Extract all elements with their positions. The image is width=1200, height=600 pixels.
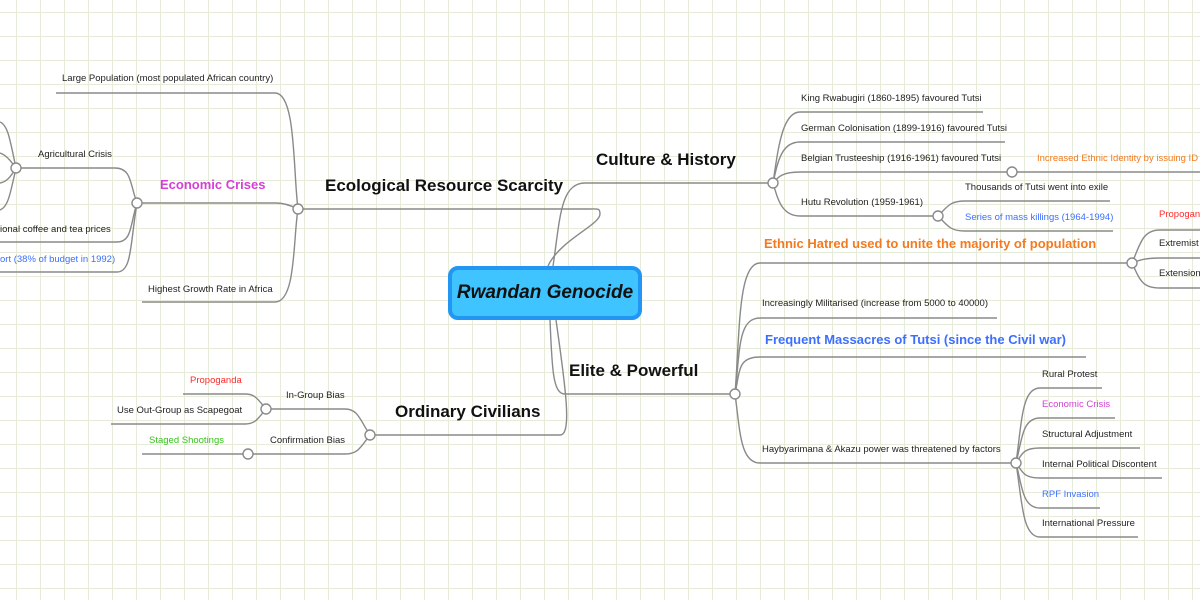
connector-rural-protest: [1015, 387, 1102, 464]
connector-root-elite: [549, 319, 735, 395]
topic-coffee-tea-prices[interactable]: ional coffee and tea prices: [0, 224, 111, 235]
topic-extremist[interactable]: Extremist: [1159, 238, 1199, 249]
node-dot-elite[interactable]: [729, 388, 741, 400]
topic-german-colonisation[interactable]: German Colonisation (1899-1916) favoured…: [801, 123, 1007, 134]
topic-staged-shootings[interactable]: Staged Shootings: [149, 435, 225, 446]
topic-budget-support[interactable]: ort (38% of budget in 1992): [0, 254, 116, 265]
topic-tutsi-exile[interactable]: Thousands of Tutsi went into exile: [965, 182, 1109, 193]
connector-root-culture: [552, 182, 773, 267]
topic-economic-crisis[interactable]: Economic Crisis: [1042, 399, 1111, 410]
topic-rpf-invasion[interactable]: RPF Invasion: [1042, 489, 1100, 500]
connector-agri-sub-1: [0, 121, 17, 169]
node-dot-confirmation[interactable]: [242, 448, 254, 460]
connector-budget: [0, 202, 138, 273]
connector-propaganda-elite: [1131, 229, 1200, 264]
connector-economic-crises: [137, 202, 299, 210]
topic-propaganda-elite[interactable]: Propogand: [1159, 209, 1200, 220]
connector-agricultural-crisis: [16, 167, 138, 204]
node-dot-culture[interactable]: [767, 177, 779, 189]
node-dot-economic-crises[interactable]: [131, 197, 143, 209]
topic-belgian-trusteeship[interactable]: Belgian Trusteeship (1916-1961) favoured…: [801, 153, 1002, 164]
topic-agricultural-crisis[interactable]: Agricultural Crisis: [38, 149, 112, 160]
node-dot-in-group[interactable]: [260, 403, 272, 415]
connector-king: [772, 111, 983, 184]
topic-hutu-revolution[interactable]: Hutu Revolution (1959-1961): [801, 197, 923, 208]
topic-highest-growth[interactable]: Highest Growth Rate in Africa: [148, 284, 273, 295]
connector-german: [772, 141, 1005, 184]
topic-internal-discontent[interactable]: Internal Political Discontent: [1042, 459, 1157, 470]
topic-in-group-bias[interactable]: In-Group Bias: [286, 390, 345, 401]
node-dot-agricultural-crisis[interactable]: [10, 162, 22, 174]
topic-id-cards[interactable]: Increased Ethnic Identity by issuing ID …: [1037, 153, 1200, 164]
topic-elite-powerful[interactable]: Elite & Powerful: [569, 361, 699, 380]
connector-extremist: [1131, 257, 1200, 264]
topic-culture-history[interactable]: Culture & History: [596, 150, 736, 169]
topic-king-rwabugiri[interactable]: King Rwabugiri (1860-1895) favoured Tuts…: [801, 93, 982, 104]
node-dot-hutu[interactable]: [932, 210, 944, 222]
topic-power-threatened[interactable]: Haybyarimana & Akazu power was threatene…: [762, 444, 1001, 455]
topic-economic-crises[interactable]: Economic Crises: [160, 177, 266, 192]
topic-extension[interactable]: Extension: [1159, 268, 1200, 279]
node-dot-threatened[interactable]: [1010, 457, 1022, 469]
connector-ethnic-hatred: [734, 262, 1132, 395]
topic-propaganda-civilians[interactable]: Propoganda: [190, 375, 242, 386]
topic-structural-adjustment[interactable]: Structural Adjustment: [1042, 429, 1133, 440]
node-dot-ecological[interactable]: [292, 203, 304, 215]
connector-threatened: [734, 393, 1016, 464]
connector-large-population: [56, 92, 299, 210]
topic-ecological-resource-scarcity[interactable]: Ecological Resource Scarcity: [325, 176, 564, 195]
connector-massacres: [734, 356, 1086, 395]
connector-coffee-tea: [0, 202, 138, 243]
connector-root-civilians: [370, 319, 568, 436]
central-topic[interactable]: Rwandan Genocide: [448, 266, 642, 320]
topic-ordinary-civilians[interactable]: Ordinary Civilians: [395, 402, 541, 421]
connector-agri-sub-4: [0, 167, 17, 211]
topic-frequent-massacres[interactable]: Frequent Massacres of Tutsi (since the C…: [765, 332, 1067, 347]
topic-scapegoat[interactable]: Use Out-Group as Scapegoat: [117, 405, 243, 416]
topic-rural-protest[interactable]: Rural Protest: [1042, 369, 1098, 380]
connector-highest-growth: [142, 208, 299, 303]
connector-militarised: [734, 317, 997, 395]
topic-militarised[interactable]: Increasingly Militarised (increase from …: [762, 298, 988, 309]
connector-economic-crisis: [1015, 417, 1115, 464]
topic-international-pressure[interactable]: International Pressure: [1042, 518, 1135, 529]
connector-intl: [1015, 462, 1138, 538]
node-dot-civilians[interactable]: [364, 429, 376, 441]
topic-large-population[interactable]: Large Population (most populated African…: [62, 73, 274, 84]
node-dot-belgian[interactable]: [1006, 166, 1018, 178]
topic-ethnic-hatred[interactable]: Ethnic Hatred used to unite the majority…: [764, 236, 1097, 251]
connector-root-ecological: [300, 208, 601, 267]
topic-confirmation-bias[interactable]: Confirmation Bias: [270, 435, 345, 446]
node-dot-ethnic-hatred[interactable]: [1126, 257, 1138, 269]
connector-in-group: [266, 408, 371, 436]
topic-mass-killings[interactable]: Series of mass killings (1964-1994): [965, 212, 1114, 223]
